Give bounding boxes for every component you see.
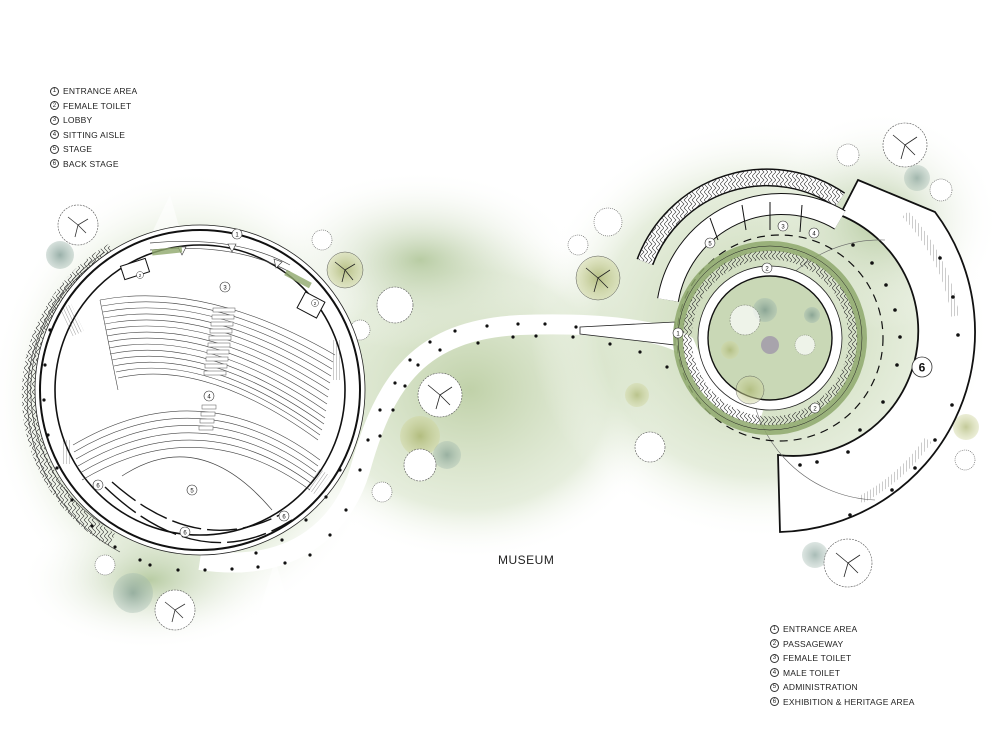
legend-label: MALE TOILET <box>783 667 841 678</box>
museum-marker-passage-bottom: 2 <box>809 402 821 414</box>
museum-building <box>636 168 976 533</box>
legend-label: PASSAGEWAY <box>783 638 844 649</box>
theater-marker-backstage-right: 6 <box>278 510 290 522</box>
svg-text:5: 5 <box>190 489 194 495</box>
legend-item: 3 LOBBY <box>50 113 137 128</box>
museum-marker-female-toilet: 3 <box>777 220 789 232</box>
legend-number: 1 <box>770 624 779 634</box>
museum-marker-exhibition: 6 <box>911 356 933 378</box>
svg-text:4: 4 <box>812 232 816 238</box>
plan-markers: 1 2 2 3 4 5 6 6 6 1 2 2 3 4 5 6 <box>92 220 933 538</box>
theater-marker-entrance: 1 <box>231 228 243 240</box>
museum-marker-entrance: 1 <box>672 327 684 339</box>
svg-text:3: 3 <box>223 286 227 292</box>
legend-number: 5 <box>50 144 59 154</box>
theater-marker-stage: 5 <box>186 484 198 496</box>
svg-text:6: 6 <box>183 531 187 537</box>
legend-item: 6 EXHIBITION & HERITAGE AREA <box>770 695 915 710</box>
museum-marker-passage-top: 2 <box>761 262 773 274</box>
svg-text:1: 1 <box>235 233 239 239</box>
legend-number: 1 <box>50 86 59 96</box>
svg-text:4: 4 <box>207 395 211 401</box>
theater-marker-backstage-bottom: 6 <box>179 526 191 538</box>
legend-item: 5 ADMINISTRATION <box>770 680 915 695</box>
legend-number: 4 <box>50 130 59 140</box>
legend-item: 2 PASSAGEWAY <box>770 637 915 652</box>
legend-label: STAGE <box>63 144 93 155</box>
legend-label: FEMALE TOILET <box>63 100 132 111</box>
theater-marker-lobby: 3 <box>219 281 231 293</box>
theater-marker-aisle: 4 <box>203 390 215 402</box>
svg-text:5: 5 <box>708 242 712 248</box>
legend-item: 3 FEMALE TOILET <box>770 651 915 666</box>
legend-label: SITTING AISLE <box>63 129 126 140</box>
theater-legend: 1 ENTRANCE AREA 2 FEMALE TOILET 3 LOBBY 4 SI… <box>50 84 137 171</box>
legend-item: 6 BACK STAGE <box>50 157 137 172</box>
svg-text:2: 2 <box>765 267 769 273</box>
legend-label: ENTRANCE AREA <box>63 86 138 97</box>
legend-item: 1 ENTRANCE AREA <box>50 84 137 99</box>
svg-text:2: 2 <box>314 301 317 306</box>
museum-marker-admin: 5 <box>704 237 716 249</box>
legend-number: 3 <box>50 115 59 125</box>
svg-text:6: 6 <box>96 484 100 490</box>
svg-text:2: 2 <box>813 407 817 413</box>
theater-marker-toilet-right: 2 <box>311 299 319 307</box>
museum-marker-male-toilet: 4 <box>808 227 820 239</box>
legend-item: 5 STAGE <box>50 142 137 157</box>
legend-number: 6 <box>50 159 59 169</box>
legend-label: ENTRANCE AREA <box>783 624 858 635</box>
museum-legend: 1 ENTRANCE AREA 2 PASSAGEWAY 3 FEMALE TOILE… <box>770 622 915 709</box>
trees <box>46 122 979 631</box>
theater-marker-backstage-left: 6 <box>92 479 104 491</box>
legend-label: EXHIBITION & HERITAGE AREA <box>783 696 915 707</box>
legend-item: 4 MALE TOILET <box>770 666 915 681</box>
legend-number: 4 <box>770 668 779 678</box>
legend-number: 2 <box>770 639 779 649</box>
svg-text:6: 6 <box>919 361 926 375</box>
legend-label: BACK STAGE <box>63 158 119 169</box>
site-label: MUSEUM <box>498 553 555 567</box>
theater-building <box>21 224 366 562</box>
legend-number: 5 <box>770 682 779 692</box>
legend-number: 3 <box>770 653 779 663</box>
legend-label: ADMINISTRATION <box>783 682 858 693</box>
svg-text:6: 6 <box>282 515 286 521</box>
legend-label: FEMALE TOILET <box>783 653 852 664</box>
legend-item: 4 SITTING AISLE <box>50 128 137 143</box>
svg-text:2: 2 <box>139 273 142 278</box>
svg-text:3: 3 <box>781 225 785 231</box>
theater-marker-toilet-left: 2 <box>136 271 144 279</box>
legend-item: 1 ENTRANCE AREA <box>770 622 915 637</box>
svg-text:1: 1 <box>676 332 680 338</box>
legend-item: 2 FEMALE TOILET <box>50 99 137 114</box>
legend-number: 2 <box>50 101 59 111</box>
legend-label: LOBBY <box>63 115 93 126</box>
legend-number: 6 <box>770 697 779 707</box>
